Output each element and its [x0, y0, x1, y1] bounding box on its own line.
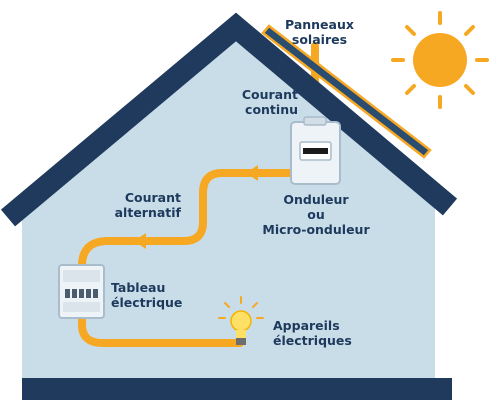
direct-current-label: Courant continu — [241, 87, 298, 117]
inverter-icon — [290, 116, 341, 185]
inverter-output-arrow — [246, 165, 258, 181]
appliances-label: Appareils électriques — [273, 318, 352, 348]
electrical-panel-label: Tableau électrique — [111, 280, 183, 310]
light-bulb-icon — [218, 296, 264, 345]
electrical-panel-icon — [58, 264, 105, 319]
alternating-current-label: Courant alternatif — [114, 190, 181, 220]
inverter-label: Onduleur ou Micro-onduleur — [262, 192, 370, 237]
ground-bar — [22, 378, 452, 400]
alternating-current-arrow — [134, 233, 146, 249]
sun-icon — [391, 11, 489, 109]
solar-panel-icon — [261, 24, 432, 159]
house-roof — [0, 12, 458, 227]
solar-panels-label: Panneaux solaires — [285, 17, 354, 47]
